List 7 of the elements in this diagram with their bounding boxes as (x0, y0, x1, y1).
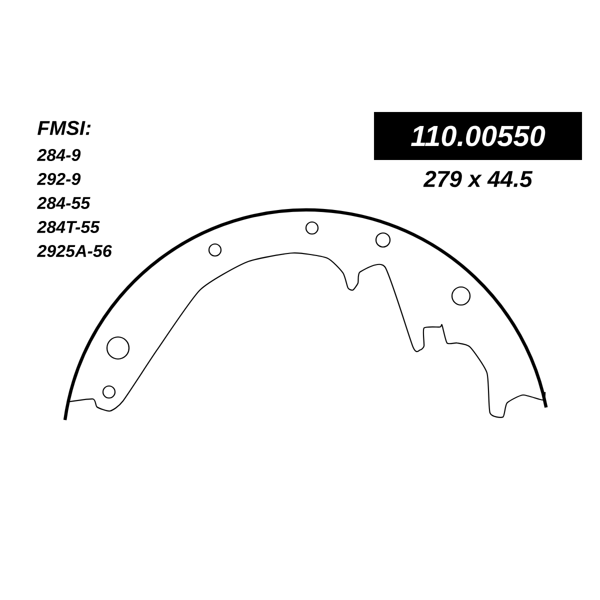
code-text: 2925A-56 (36, 244, 112, 258)
code-text: 292-9 (36, 172, 81, 186)
code-text: 284-9 (36, 148, 81, 162)
part-number-box: 110.00550 (374, 112, 582, 160)
code-text: 284-55 (36, 196, 90, 210)
code-text: 284T-55 (36, 220, 100, 234)
heading-text: FMSI: (38, 120, 91, 136)
